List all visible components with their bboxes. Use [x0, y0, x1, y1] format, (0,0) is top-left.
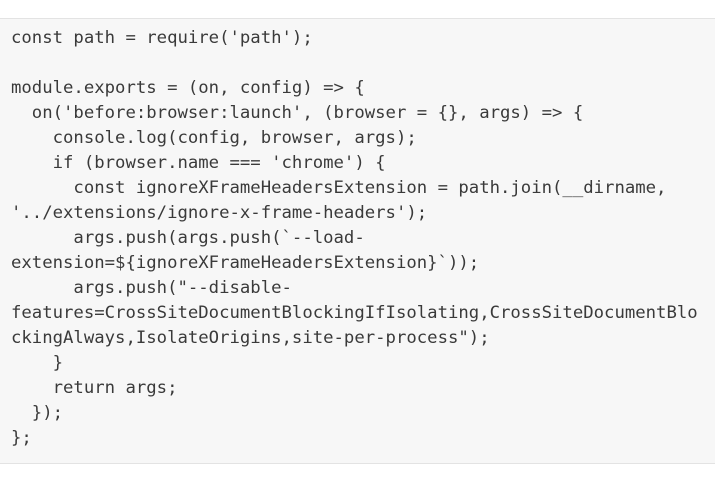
code-line: module.exports = (on, config) => { — [11, 78, 365, 98]
code-line: ckingAlways,IsolateOrigins,site-per-proc… — [11, 328, 490, 348]
code-line: }); — [11, 403, 64, 423]
code-line: features=CrossSiteDocumentBlockingIfIsol… — [11, 303, 698, 323]
code-line: }; — [11, 428, 32, 448]
code-line: if (browser.name === 'chrome') { — [11, 153, 386, 173]
code-line: args.push(args.push(`--load- — [11, 228, 365, 248]
code-line: console.log(config, browser, args); — [11, 128, 417, 148]
code-line: extension=${ignoreXFrameHeadersExtension… — [11, 253, 480, 273]
code-line — [11, 51, 705, 76]
code-line: const ignoreXFrameHeadersExtension = pat… — [11, 178, 667, 198]
code-line: on('before:browser:launch', (browser = {… — [11, 103, 584, 123]
page: const path = require('path'); module.expo… — [0, 18, 715, 498]
code-block: const path = require('path'); module.expo… — [0, 18, 715, 464]
code-line: } — [11, 353, 64, 373]
code-line: const path = require('path'); — [11, 28, 313, 48]
code-line: return args; — [11, 378, 178, 398]
code-line: args.push("--disable- — [11, 278, 292, 298]
code-line: '../extensions/ignore-x-frame-headers'); — [11, 203, 428, 223]
